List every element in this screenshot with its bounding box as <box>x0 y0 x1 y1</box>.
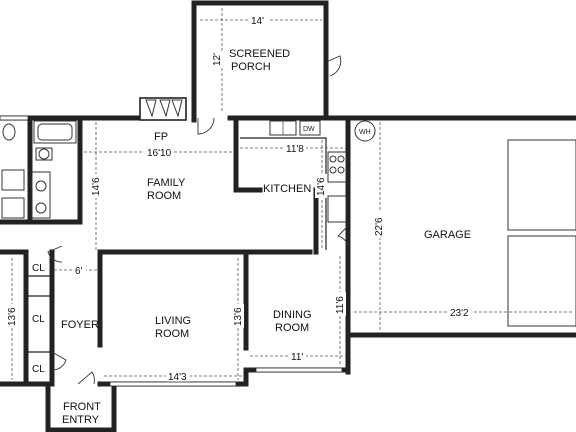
dining-width-bg <box>288 350 306 362</box>
windows <box>0 115 343 387</box>
garage-width-label: 23'2 <box>450 308 469 319</box>
dining-width-label: 11' <box>291 352 303 363</box>
porch-width-bg <box>248 14 268 26</box>
porch-label-1: SCREENED <box>229 48 290 60</box>
kitchen-depth-label: 14'6 <box>316 177 327 196</box>
hall-width-bg <box>72 264 86 276</box>
front-door <box>77 371 95 385</box>
sink-left <box>1 197 25 219</box>
dining-label-2: ROOM <box>275 322 309 334</box>
front-entry-label-2: ENTRY <box>62 414 100 426</box>
fireplace-chimney <box>139 97 187 121</box>
garage-depth-label: 22'6 <box>374 217 385 236</box>
garage-car-1 <box>507 139 576 231</box>
chimney-flue-2 <box>159 99 171 118</box>
cabinet-left <box>1 169 25 191</box>
garage-car-2 <box>507 235 576 327</box>
garage-depth-bg <box>372 212 386 238</box>
hall-door <box>47 245 63 263</box>
closet-door <box>51 351 67 371</box>
living-width-label: 14'3 <box>168 372 187 383</box>
living-depth-bg <box>232 304 244 328</box>
kitchen-label: KITCHEN <box>263 183 311 195</box>
porch-label-2: PORCH <box>231 61 271 73</box>
garage-width-bg <box>448 306 472 318</box>
closet-label-2: CL <box>32 314 45 325</box>
bathroom-fixtures <box>1 120 77 219</box>
chimney-flue-1 <box>145 99 157 118</box>
water-heater <box>354 120 376 142</box>
doors <box>47 55 349 385</box>
porch-width-label: 14' <box>251 16 264 27</box>
living-window <box>109 381 237 387</box>
porch-depth-bg <box>214 52 228 68</box>
living-label-1: LIVING <box>155 315 191 327</box>
fireplace-label: FP <box>154 131 168 143</box>
foyer-label: FOYER <box>61 319 99 331</box>
garage-fixtures: WH <box>354 120 576 327</box>
hall-width-label: 6' <box>75 266 83 277</box>
room-labels: SCREENED PORCH FAMILY ROOM KITCHEN GARAG… <box>32 48 471 426</box>
garage-door <box>337 225 349 247</box>
burner-1 <box>329 155 337 163</box>
closet-label-3: CL <box>32 364 45 375</box>
porch-exit-door <box>325 55 342 77</box>
burner-4 <box>337 166 345 174</box>
family-label-2: ROOM <box>147 190 181 202</box>
porch-wall <box>191 0 329 123</box>
refrigerator <box>327 195 347 223</box>
kitchen-depth-bg <box>315 174 327 198</box>
kitchen-width-label: 11'8 <box>286 144 304 155</box>
family-label-1: FAMILY <box>147 177 186 189</box>
toilet-2 <box>38 148 50 160</box>
dishwasher <box>299 120 321 136</box>
garage-label: GARAGE <box>424 229 471 241</box>
front-entry-wall <box>45 381 117 432</box>
foyer-depth-label: 13'6 <box>7 307 18 326</box>
front-entry-label-1: FRONT <box>63 401 101 413</box>
bathtub-basin <box>37 123 73 141</box>
foyer-depth-bg <box>6 304 18 328</box>
sink-2 <box>35 202 47 214</box>
porch-depth-label: 12' <box>212 53 223 66</box>
family-width-label: 16'10 <box>147 148 172 159</box>
living-depth-label: 13'6 <box>233 307 244 326</box>
living-label-2: ROOM <box>155 328 189 340</box>
closet-label-1: CL <box>32 263 45 274</box>
bath-window <box>0 115 29 121</box>
dining-window <box>255 367 343 373</box>
sink-1 <box>35 180 47 192</box>
burner-2 <box>337 155 345 163</box>
family-depth-label: 14'6 <box>91 177 102 196</box>
kitchen-width-bg <box>284 142 306 154</box>
dining-depth-label: 11'6 <box>335 296 346 314</box>
water-heater-label: WH <box>359 129 371 136</box>
interior-walls <box>0 115 319 387</box>
dimension-labels: 14' 12' 16'10 14'6 11'8 14'6 22'6 23'2 6… <box>6 14 472 383</box>
toilet-1 <box>2 123 16 141</box>
family-width-bg <box>144 146 174 158</box>
burner-3 <box>329 166 337 174</box>
porch-door <box>197 117 215 135</box>
kitchen-counter <box>240 137 327 250</box>
dining-label-1: DINING <box>273 309 312 321</box>
dishwasher-label: DW <box>303 126 315 133</box>
kitchen-fixtures: DW <box>240 120 347 250</box>
living-width-bg <box>166 370 190 382</box>
dining-depth-bg <box>334 292 346 316</box>
family-depth-bg <box>90 174 102 198</box>
chimney-flue-3 <box>171 99 183 118</box>
